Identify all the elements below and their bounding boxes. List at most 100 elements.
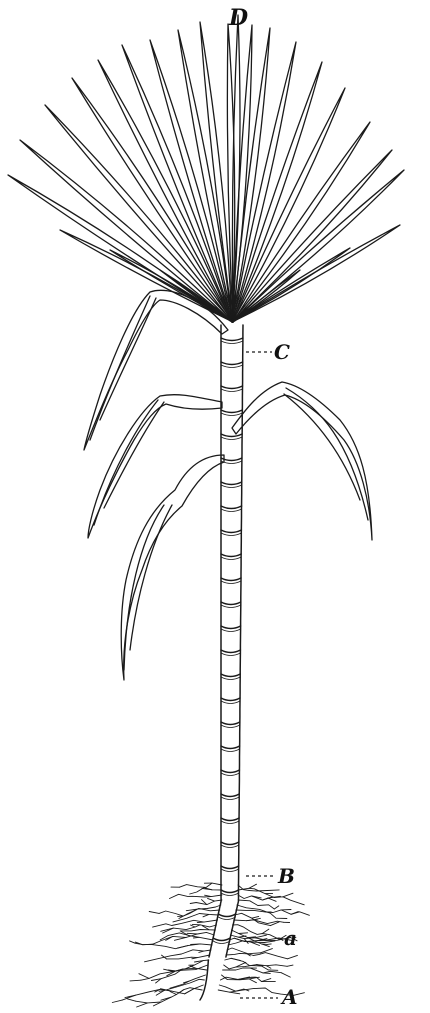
stalk-node-line xyxy=(221,557,241,560)
stalk-node-line xyxy=(221,485,242,488)
leaf-vein xyxy=(90,296,150,440)
root xyxy=(180,883,223,887)
rootlet xyxy=(139,974,149,979)
leaf-crown xyxy=(8,15,404,322)
rootlet xyxy=(137,1003,148,1007)
crown-leaf xyxy=(227,24,234,322)
stalk-node xyxy=(221,770,239,773)
label-b: B xyxy=(277,864,295,888)
stalk-node-line xyxy=(221,605,241,608)
rootlet xyxy=(274,906,279,909)
stalk-node xyxy=(221,890,239,893)
stalk-node-line xyxy=(213,941,230,944)
rootlet xyxy=(208,898,215,901)
roots xyxy=(112,883,309,1007)
root xyxy=(238,888,304,905)
stalk-node xyxy=(221,554,241,557)
rootlet xyxy=(174,937,186,940)
stalk-node xyxy=(221,410,242,413)
rootlet xyxy=(261,949,273,953)
rootlet xyxy=(130,941,135,943)
leaf-vein xyxy=(130,505,172,650)
stalk-node xyxy=(221,866,239,869)
rootlet xyxy=(230,992,240,994)
stalk-node-line xyxy=(221,413,242,416)
root xyxy=(190,888,222,894)
stalk-node xyxy=(221,434,242,437)
stalk-node xyxy=(221,602,241,605)
rootlet xyxy=(239,933,248,934)
label-a-upper: A xyxy=(280,985,298,1009)
label-d: D xyxy=(228,5,248,31)
root xyxy=(153,920,218,927)
rootlet xyxy=(255,935,267,938)
stalk-node xyxy=(221,626,241,629)
stalk-edge-left xyxy=(209,325,221,957)
stalk-node-line xyxy=(221,893,239,896)
drooping-leaf xyxy=(121,455,224,680)
rootlet xyxy=(287,965,293,966)
stalk-node-line xyxy=(221,341,243,344)
stalk-node xyxy=(221,482,242,485)
root xyxy=(122,985,203,1000)
rootlet xyxy=(149,912,159,914)
stalk-node xyxy=(221,362,243,365)
stalk xyxy=(200,325,243,1000)
drooping-leaf xyxy=(232,382,372,540)
rootlet xyxy=(300,912,310,916)
stalk-node xyxy=(221,794,239,797)
rootlet xyxy=(267,966,271,969)
stalk-node xyxy=(221,746,240,749)
stalk-node xyxy=(221,722,240,725)
stalk-node xyxy=(221,386,243,389)
stalk-node xyxy=(221,674,240,677)
stalk-node-line xyxy=(221,365,243,368)
stalk-node-line xyxy=(221,581,241,584)
root xyxy=(135,943,212,949)
stalk-node xyxy=(221,578,241,581)
stalk-node-line xyxy=(221,749,240,752)
rootlet xyxy=(190,925,195,927)
drooping-leaf xyxy=(84,290,228,450)
rootlet xyxy=(252,916,259,918)
root xyxy=(170,894,223,898)
leaf-vein xyxy=(100,298,156,420)
rootlet xyxy=(130,980,141,981)
rootlet xyxy=(128,999,136,1001)
root xyxy=(238,900,274,909)
rootlet xyxy=(267,890,279,891)
stalk-node xyxy=(221,698,240,701)
stalk-node-line xyxy=(221,653,240,656)
rootlet xyxy=(267,944,271,945)
stalk-node-line xyxy=(221,845,239,848)
stalk-node-line xyxy=(221,773,239,776)
stalk-node-line xyxy=(221,701,240,704)
rootlet xyxy=(112,1000,122,1002)
rootlet xyxy=(288,955,298,958)
rootlet xyxy=(249,979,256,983)
stalk-node xyxy=(221,506,242,509)
stalk-node-line xyxy=(221,725,240,728)
stalk-node-line xyxy=(221,629,241,632)
stalk-node-line xyxy=(218,917,235,920)
stalk-node xyxy=(221,818,239,821)
stalk-edge-right xyxy=(226,325,243,957)
leader-lines xyxy=(240,352,278,998)
stalk-node xyxy=(221,842,239,845)
stalk-node-line xyxy=(221,509,242,512)
crown-leaf xyxy=(150,40,233,322)
rootlet xyxy=(187,933,197,934)
root xyxy=(156,968,207,983)
stalk-node xyxy=(221,650,240,653)
stalk-node-line xyxy=(221,869,239,872)
stalk-node xyxy=(213,938,230,941)
stalk-node-line xyxy=(221,389,243,392)
root xyxy=(179,905,221,919)
rootlet xyxy=(283,893,293,897)
crown-leaf xyxy=(232,170,404,322)
rootlet xyxy=(262,929,269,933)
label-a-lower: a xyxy=(284,926,297,950)
stalk-node-line xyxy=(221,797,239,800)
stalk-node-line xyxy=(221,677,240,680)
